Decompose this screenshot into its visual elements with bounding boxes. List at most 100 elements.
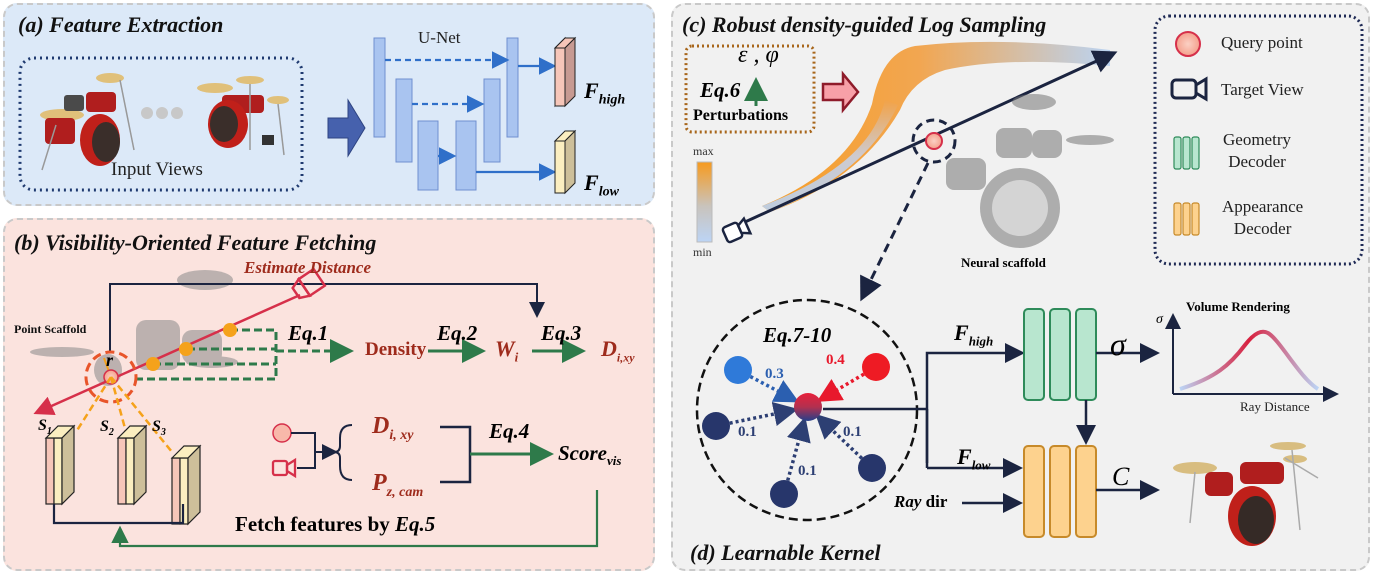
density-label: Density (365, 339, 427, 360)
kernel-f-low-label: Flow (957, 444, 991, 473)
perturbations-label: Perturbations (693, 107, 789, 124)
feature-stack (44, 424, 76, 506)
ray-camera-icon (291, 267, 327, 300)
chart-x-label: Ray Distance (1240, 399, 1310, 414)
kernel-neighbor-point (858, 454, 886, 482)
p-zcam-label: Pz, cam (372, 470, 424, 500)
geometry-decoder (1023, 308, 1097, 401)
kernel-neighbor-point (702, 412, 730, 440)
rendered-drum-kit (1173, 442, 1319, 546)
ray-dir-label: Ray dir (894, 492, 948, 511)
query-point (925, 132, 943, 150)
camera-icon (271, 457, 297, 479)
brace (333, 424, 353, 481)
pipeline-arrow (327, 98, 366, 158)
drum-kit-image-2 (197, 76, 289, 156)
feature-fetching-panel (3, 218, 655, 571)
query-zoom-circle (911, 118, 957, 164)
sigma-output: σ (1110, 326, 1126, 362)
color-output: C (1112, 462, 1130, 491)
eq1-label: Eq.1 (288, 321, 329, 345)
kernel-weight-arrow (729, 401, 799, 426)
distance-label: Di,xy (601, 336, 635, 365)
feature-stack (170, 444, 202, 526)
target-camera-icon (721, 216, 753, 244)
kernel-neighbor-point (770, 480, 798, 508)
kernel-center-point (794, 393, 822, 421)
kernel-neighbors (702, 353, 890, 508)
ellipsis-dot (156, 107, 168, 119)
input-views-label: Input Views (111, 159, 203, 180)
weight-navy-left: 0.1 (738, 424, 757, 440)
radius-label: r (106, 350, 114, 370)
eq3-label: Eq.3 (541, 321, 582, 345)
colorbar (696, 161, 713, 243)
score-vis-label: Scorevis (558, 441, 622, 469)
weight-navy-bottom: 0.1 (798, 463, 817, 479)
colorbar-min-label: min (693, 245, 712, 259)
legend-camera-icon (1170, 76, 1208, 102)
sampling-arrow (821, 70, 860, 114)
panel-c-title: (c) Robust density-guided Log Sampling (682, 12, 1047, 37)
panel-a-title: (a) Feature Extraction (18, 12, 224, 37)
f-low-label: Flow (584, 170, 619, 200)
kernel-f-high-label: Fhigh (954, 320, 994, 349)
s2-label: S2 (100, 418, 114, 439)
legend-query-point-label: Query point (1221, 33, 1303, 52)
unet-blocks (373, 37, 519, 191)
drum-kit-image-1 (40, 73, 135, 171)
feedback-arrow (111, 490, 599, 548)
source-view-features (44, 424, 202, 526)
zoom-connector (860, 162, 930, 302)
legend-query-point-icon (1175, 31, 1201, 57)
legend-box (1153, 14, 1364, 266)
fetch-features-label: Fetch features by Eq.5 (235, 512, 436, 536)
weight-red: 0.4 (826, 352, 845, 368)
legend-appearance-decoder-icon (1173, 202, 1200, 236)
unet-label: U-Net (418, 28, 461, 47)
input-views-box (18, 56, 304, 192)
f-low-feature-map (553, 129, 577, 195)
kernel-eq-label: Eq.7-10 (763, 323, 832, 347)
panel-b-title: (b) Visibility-Oriented Feature Fetching (14, 230, 377, 255)
kernel-weight-arrow (749, 374, 800, 403)
kernel-weight-arrow (786, 416, 811, 481)
neural-scaffold-label: Neural scaffold (961, 255, 1046, 270)
sample-point (179, 342, 193, 356)
estimate-distance-label: Estimate Distance (244, 258, 372, 277)
sample-point (146, 357, 160, 371)
legend-target-view-label: Target View (1221, 80, 1304, 99)
feature-stack (116, 424, 148, 506)
s1-label: S1 (38, 417, 52, 438)
s3-label: S3 (152, 418, 166, 439)
query-point-icon (272, 423, 292, 443)
density-curve (1179, 329, 1320, 391)
ellipsis-dot (171, 107, 183, 119)
sample-point (223, 323, 237, 337)
chart-y-label: σ (1156, 312, 1163, 327)
eq4-label: Eq.4 (489, 419, 530, 443)
kernel-weight-arrow (816, 372, 865, 402)
weight-label: Wi (495, 336, 519, 365)
point-scaffold-label: Point Scaffold (14, 322, 87, 336)
f-high-label: Fhigh (584, 78, 626, 108)
weight-blue: 0.3 (765, 366, 784, 382)
kernel-neighbor-point (862, 353, 890, 381)
neural-scaffold-cloud (946, 94, 1114, 248)
appearance-decoder (1023, 445, 1097, 538)
ellipsis-dot (141, 107, 153, 119)
eq6-label: Eq.6 (700, 78, 741, 102)
colorbar-max-label: max (693, 144, 714, 158)
eq2-label: Eq.2 (437, 321, 478, 345)
kernel-neighbor-point (724, 356, 752, 384)
perturbation-box (684, 44, 816, 134)
f-high-feature-map (553, 36, 577, 108)
weight-navy-right: 0.1 (843, 424, 862, 440)
d-ixy-label: Di, xy (372, 413, 414, 443)
camera-ray (33, 293, 301, 416)
legend-geometry-decoder-icon (1173, 136, 1200, 170)
volume-rendering-title: Volume Rendering (1186, 299, 1290, 314)
